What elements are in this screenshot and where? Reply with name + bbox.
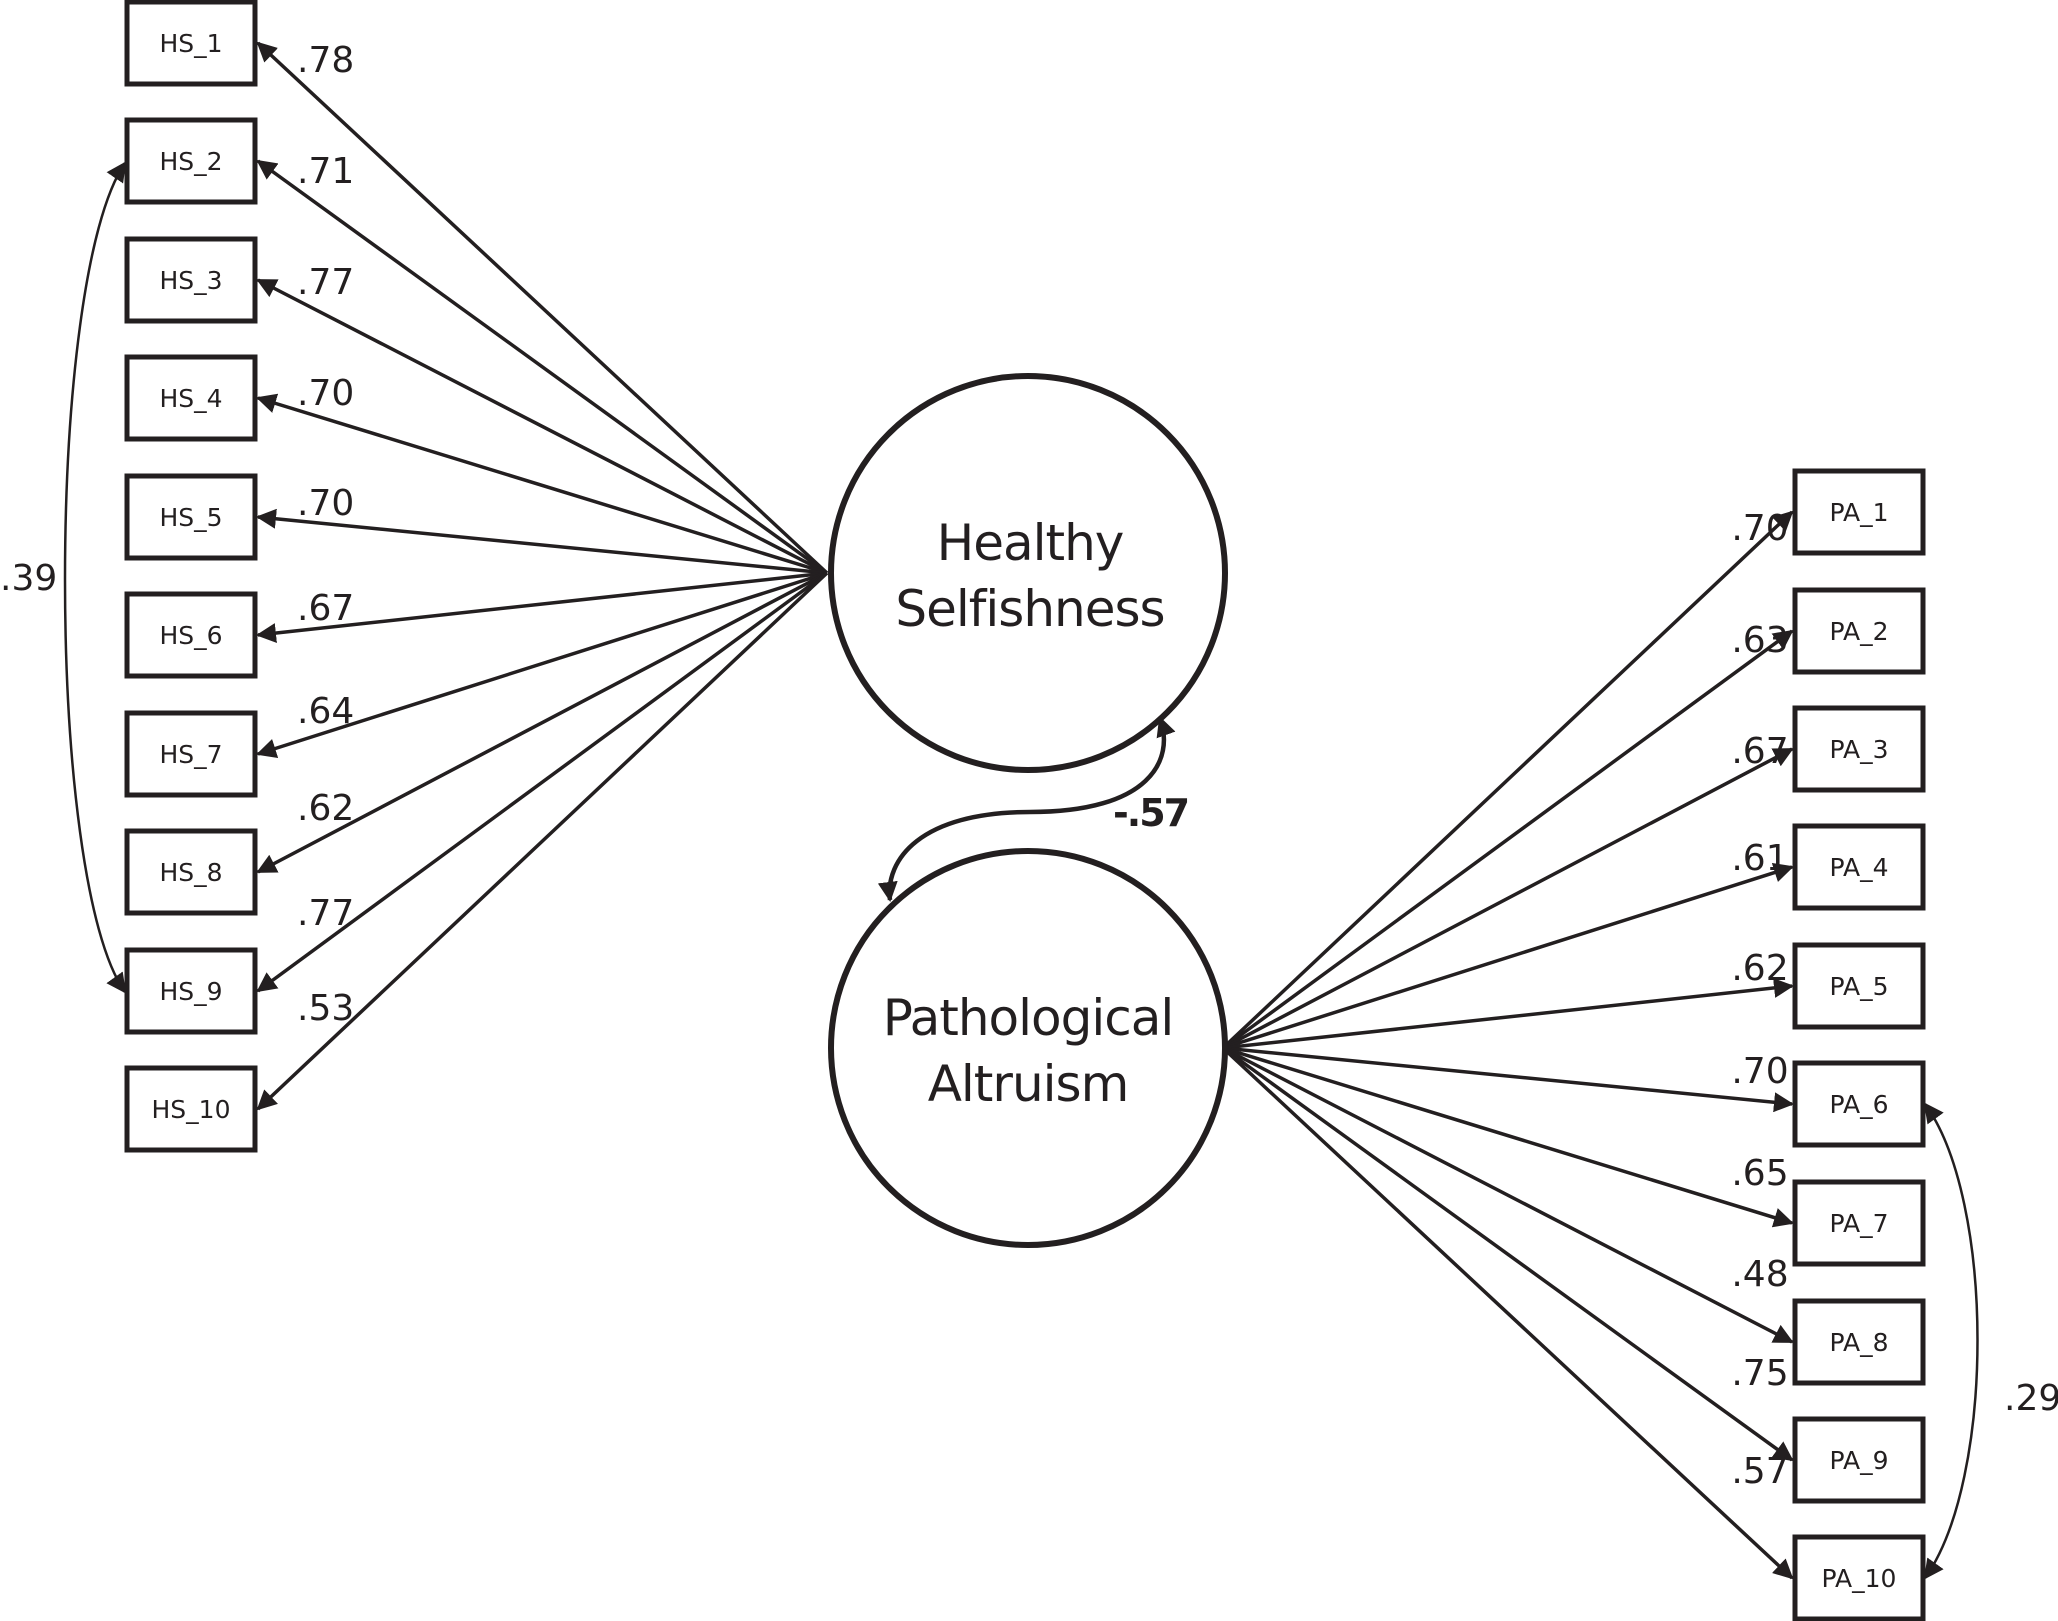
loading-path-hs-4 xyxy=(256,393,828,575)
loading-label: .71 xyxy=(297,151,354,192)
indicator-label: PA_1 xyxy=(1830,498,1889,527)
indicator-box-hs-3 xyxy=(124,236,258,324)
indicator-box-hs-4 xyxy=(124,354,258,442)
residual-cov-pa6-pa10 xyxy=(1923,1102,1979,1580)
factor-loading-paths xyxy=(256,41,1794,1580)
loading-path-hs-3 xyxy=(256,278,828,575)
loading-path-pa-4 xyxy=(1222,862,1794,1050)
covariance-paths xyxy=(63,161,1979,1580)
indicator-label: HS_10 xyxy=(152,1095,231,1124)
loading-path-pa-10 xyxy=(1221,1046,1794,1580)
loading-path-hs-1 xyxy=(256,41,829,575)
loading-path-hs-5 xyxy=(256,508,828,575)
indicator-label: PA_10 xyxy=(1822,1564,1897,1593)
loading-label: .61 xyxy=(1731,838,1788,879)
indicator-box-hs-10 xyxy=(124,1065,258,1153)
loading-path-hs-2 xyxy=(256,159,829,575)
loading-path-pa-8 xyxy=(1222,1046,1794,1344)
indicator-box-pa-7 xyxy=(1792,1179,1926,1267)
indicator-label: PA_5 xyxy=(1830,972,1889,1001)
latent-label-pa-line2: Altruism xyxy=(928,1055,1129,1113)
indicator-label: HS_5 xyxy=(159,503,222,532)
indicator-box-pa-8 xyxy=(1792,1298,1926,1386)
indicator-box-pa-5 xyxy=(1792,942,1926,1030)
indicator-label: HS_9 xyxy=(159,977,222,1006)
loading-path-pa-1 xyxy=(1221,510,1794,1050)
loading-path-hs-7 xyxy=(256,571,828,759)
residual-cov-hs2-hs9 xyxy=(63,161,127,994)
indicator-label: PA_9 xyxy=(1830,1446,1889,1475)
indicator-box-pa-4 xyxy=(1792,823,1926,911)
loading-label: .70 xyxy=(1731,508,1788,549)
factor-correlation-path xyxy=(877,716,1176,902)
indicator-label: PA_2 xyxy=(1830,617,1889,646)
indicator-box-hs-1 xyxy=(124,0,258,87)
loading-label: .70 xyxy=(297,483,354,524)
loading-path-pa-5 xyxy=(1222,978,1794,1050)
indicator-label: HS_4 xyxy=(159,384,222,413)
indicator-label: HS_2 xyxy=(159,147,222,176)
loading-path-hs-6 xyxy=(256,571,828,643)
latent-label-hs-line2: Selfishness xyxy=(895,580,1164,638)
latent-circle-hs xyxy=(828,373,1228,773)
loading-path-pa-9 xyxy=(1221,1046,1794,1462)
loading-path-pa-7 xyxy=(1222,1046,1794,1228)
indicator-box-pa-10 xyxy=(1792,1534,1926,1621)
indicator-label: PA_8 xyxy=(1830,1328,1889,1357)
loading-path-pa-2 xyxy=(1221,629,1794,1050)
loading-path-hs-8 xyxy=(256,571,828,874)
indicator-box-pa-3 xyxy=(1792,705,1926,793)
indicator-label: HS_6 xyxy=(159,621,222,650)
loading-label: .65 xyxy=(1731,1153,1788,1194)
latent-label-pa-line1: Pathological xyxy=(883,989,1174,1047)
latent-pathological-altruism: Pathological Altruism xyxy=(828,848,1228,1248)
indicator-box-pa-9 xyxy=(1792,1416,1926,1504)
loading-path-hs-9 xyxy=(256,571,829,993)
loading-label: .48 xyxy=(1731,1254,1788,1295)
loading-path-hs-10 xyxy=(256,571,829,1111)
indicator-label: HS_8 xyxy=(159,858,222,887)
loading-label: .57 xyxy=(1731,1451,1788,1492)
indicator-box-hs-2 xyxy=(124,117,258,205)
latent-circle-pa xyxy=(828,848,1228,1248)
indicator-label: HS_1 xyxy=(159,29,222,58)
loading-labels: .78 .71 .77 .70 .70 .67 .64 .62 .77 .53 .70 .63 .67.… xyxy=(297,40,1789,1492)
loading-label: .70 xyxy=(1731,1051,1788,1092)
factor-correlation-label: -.57 xyxy=(1113,791,1188,835)
latent-label-hs-line1: Healthy xyxy=(937,514,1124,572)
loading-label: .67 xyxy=(297,588,354,629)
loading-label: .62 xyxy=(297,788,354,829)
loading-label: .70 xyxy=(297,373,354,414)
loading-path-pa-3 xyxy=(1222,747,1794,1050)
indicator-box-hs-6 xyxy=(124,591,258,679)
indicator-box-pa-1 xyxy=(1792,468,1926,556)
indicator-label: HS_3 xyxy=(159,266,222,295)
residual-cov-label-hs: .39 xyxy=(0,558,57,599)
indicator-box-hs-5 xyxy=(124,473,258,561)
residual-cov-label-pa: .29 xyxy=(2004,1378,2058,1419)
indicator-label: HS_7 xyxy=(159,740,222,769)
latent-healthy-selfishness: Healthy Selfishness xyxy=(828,373,1228,773)
loading-path-pa-6 xyxy=(1222,1046,1794,1113)
indicator-box-hs-7 xyxy=(124,710,258,798)
loading-label: .63 xyxy=(1731,620,1788,661)
loading-label: .67 xyxy=(1731,731,1788,772)
loading-label: .64 xyxy=(297,691,354,732)
indicator-label: PA_6 xyxy=(1830,1090,1889,1119)
indicator-label: PA_4 xyxy=(1830,853,1889,882)
loading-label: .77 xyxy=(297,893,354,934)
indicator-box-hs-8 xyxy=(124,828,258,916)
indicator-boxes: HS_1HS_2HS_3HS_4HS_5HS_6HS_7HS_8HS_9HS_1… xyxy=(124,0,1926,1621)
indicator-label: PA_7 xyxy=(1830,1209,1889,1238)
loading-label: .62 xyxy=(1731,948,1788,989)
loading-label: .78 xyxy=(297,40,354,81)
indicator-label: PA_3 xyxy=(1830,735,1889,764)
loading-label: .53 xyxy=(297,988,354,1029)
loading-label: .75 xyxy=(1731,1353,1788,1394)
indicator-box-pa-6 xyxy=(1792,1060,1926,1148)
indicator-box-hs-9 xyxy=(124,947,258,1035)
loading-label: .77 xyxy=(297,262,354,303)
indicator-box-pa-2 xyxy=(1792,587,1926,675)
